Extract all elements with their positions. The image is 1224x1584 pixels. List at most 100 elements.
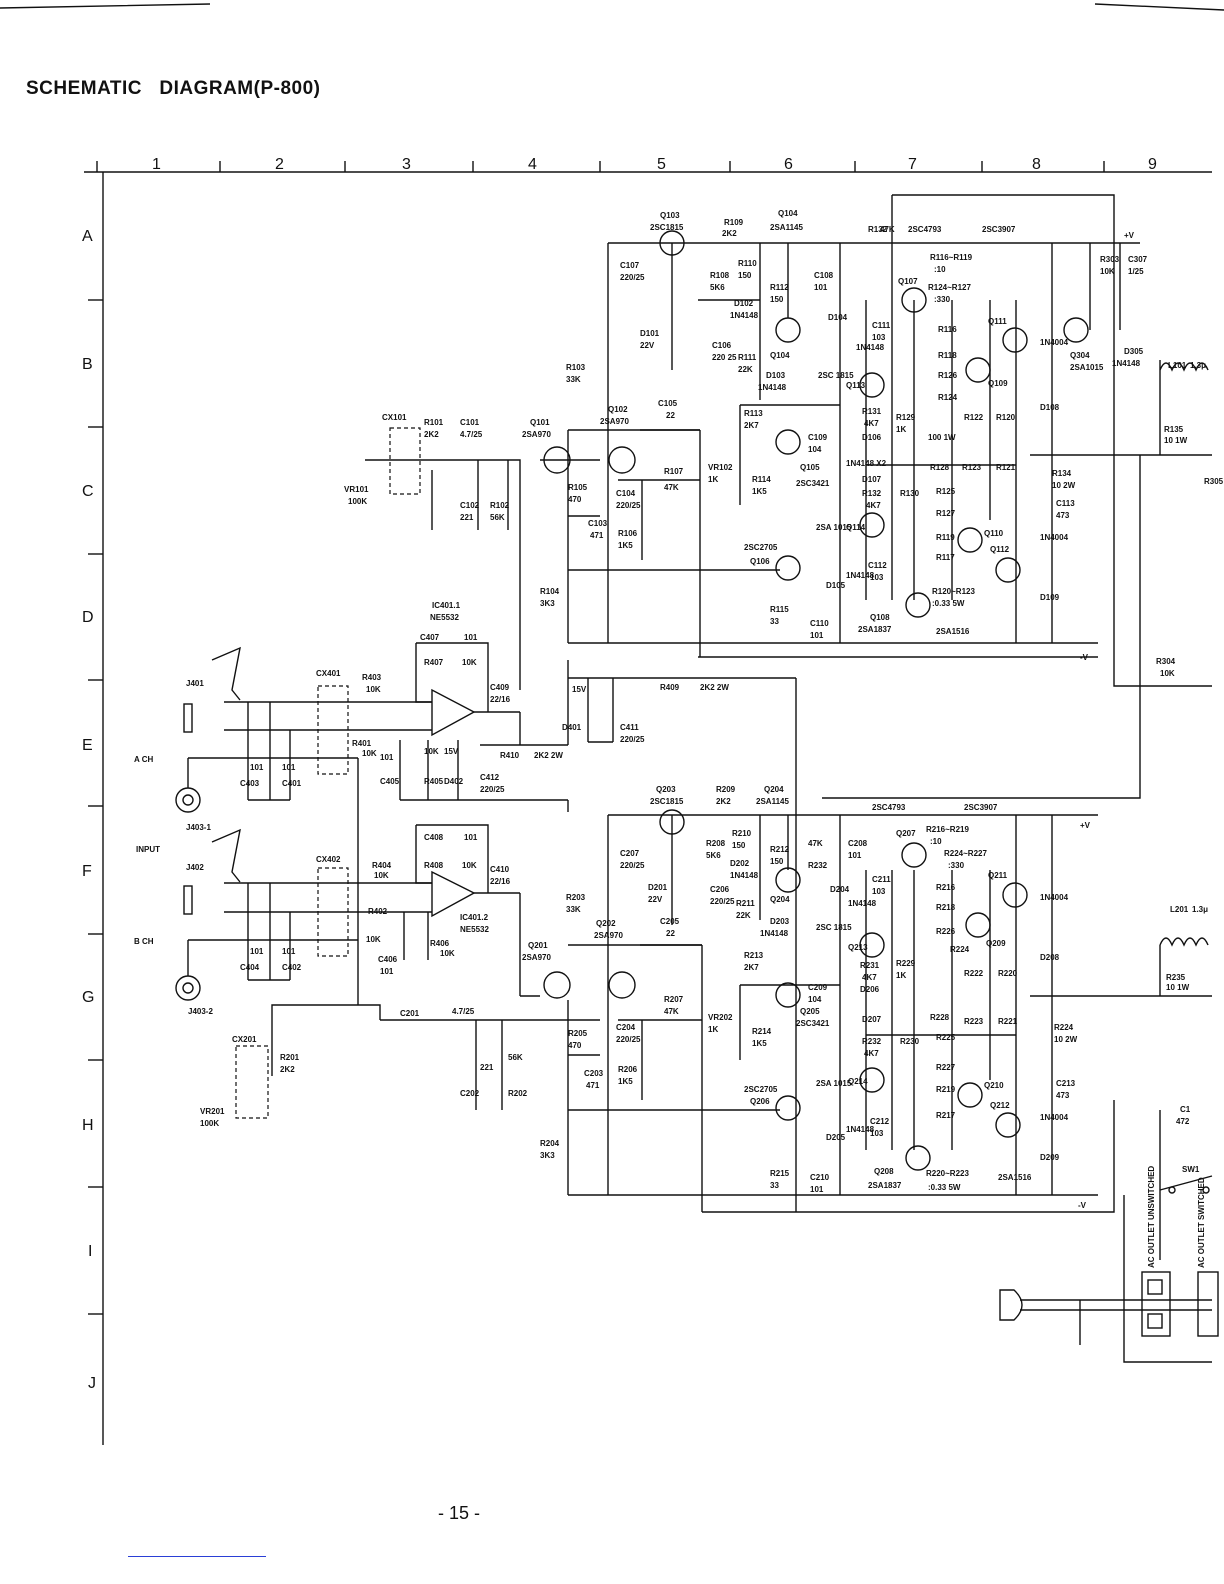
label: D209 xyxy=(1040,1153,1060,1162)
label: 2SA1145 xyxy=(770,223,803,232)
row-label: F xyxy=(82,863,92,880)
label: 2SA970 xyxy=(522,953,551,962)
label: C407 xyxy=(420,633,440,642)
label: C406 xyxy=(378,955,398,964)
label: Q101 xyxy=(530,418,550,427)
label: R131 xyxy=(862,407,882,416)
jack-j403-1 xyxy=(175,787,201,813)
label: 33K xyxy=(566,905,581,914)
opamp-ic401-2 xyxy=(431,870,476,918)
label: R304 xyxy=(1156,657,1176,666)
label: C107 xyxy=(620,261,640,270)
label: INPUT xyxy=(136,845,160,854)
label: C204 xyxy=(616,1023,636,1032)
ac-outlet-unswitched xyxy=(1141,1271,1171,1337)
label: Q202 xyxy=(596,919,616,928)
label: D204 xyxy=(830,885,850,894)
label: R220 xyxy=(998,969,1018,978)
label: R215 xyxy=(770,1169,790,1178)
grid-frame xyxy=(84,171,1212,1445)
label: 150 xyxy=(732,841,746,850)
label: 2SA1516 xyxy=(998,1173,1032,1182)
label: 104 xyxy=(808,995,822,1004)
label: R113 xyxy=(744,409,763,418)
transistor-q210 xyxy=(957,1082,983,1108)
label: 33K xyxy=(566,375,581,384)
label: C105 xyxy=(658,399,678,408)
label: C207 xyxy=(620,849,640,858)
label: R217 xyxy=(936,1111,956,1120)
label: 15V xyxy=(444,747,459,756)
label: R124~R127 xyxy=(928,283,971,292)
label: 47K xyxy=(808,839,823,848)
label: 101 xyxy=(464,633,478,642)
label: R210 xyxy=(732,829,752,838)
label: 101 xyxy=(250,763,264,772)
transistor-q304 xyxy=(1063,317,1089,343)
label: R229 xyxy=(896,959,916,968)
label: Q104 xyxy=(770,351,790,360)
label: 10K xyxy=(374,871,389,880)
label: R213 xyxy=(744,951,764,960)
label: NE5532 xyxy=(460,925,489,934)
label: VR202 xyxy=(708,1013,733,1022)
label: R211 xyxy=(736,899,755,908)
label: R124 xyxy=(938,393,958,402)
label: 150 xyxy=(770,857,784,866)
label: R132 xyxy=(868,225,888,234)
label: C409 xyxy=(490,683,510,692)
label: 221 xyxy=(460,513,474,522)
label: D107 xyxy=(862,475,882,484)
label: R104 xyxy=(540,587,560,596)
scan-edge-mark xyxy=(0,3,1224,11)
label: C205 xyxy=(660,917,680,926)
label: R125 xyxy=(936,487,956,496)
label: Q109 xyxy=(988,379,1008,388)
label: R216~R219 xyxy=(926,825,969,834)
label: D106 xyxy=(862,433,882,442)
transistor-q202 xyxy=(608,971,636,999)
label: R120~R123 xyxy=(932,587,975,596)
label: D101 xyxy=(640,329,660,338)
label: 1N4004 xyxy=(1040,338,1069,347)
label: R105 xyxy=(568,483,588,492)
label: R116~R119 xyxy=(930,253,973,262)
label: 2K2 xyxy=(716,797,731,806)
label: 33 xyxy=(770,617,779,626)
label: 101 xyxy=(810,631,824,640)
label: Q211 xyxy=(988,871,1008,880)
label: 1K xyxy=(708,475,718,484)
label: C403 xyxy=(240,779,260,788)
label: 1K xyxy=(896,971,906,980)
switch-sw1-contact xyxy=(1168,1186,1176,1194)
col-label: 8 xyxy=(1032,156,1041,173)
label: R103 xyxy=(566,363,586,372)
label: D401 xyxy=(562,723,582,732)
label: Q103 xyxy=(660,211,680,220)
label: 471 xyxy=(586,1081,600,1090)
label: 10 1W xyxy=(1164,436,1188,445)
label: 2SA970 xyxy=(522,430,551,439)
label: R201 xyxy=(280,1053,300,1062)
label: R232 xyxy=(808,861,828,870)
label: C103 xyxy=(588,519,608,528)
label: C106 xyxy=(712,341,732,350)
label: 10K xyxy=(362,749,377,758)
label: R110 xyxy=(738,259,757,268)
label: 1N4148 xyxy=(730,871,759,880)
label: 1N4148 xyxy=(848,899,877,908)
label: L201 xyxy=(1170,905,1189,914)
label: 22 xyxy=(666,411,675,420)
label: D207 xyxy=(862,1015,882,1024)
label: C108 xyxy=(814,271,834,280)
label: R224~R227 xyxy=(944,849,987,858)
label: Q304 xyxy=(1070,351,1090,360)
transistor-q211 xyxy=(1002,882,1028,908)
label: C112 xyxy=(868,561,887,570)
label: 101 xyxy=(464,833,478,842)
label: 1N4148 xyxy=(758,383,787,392)
label: 10K xyxy=(366,685,381,694)
label: C110 xyxy=(810,619,829,628)
label: R408 xyxy=(424,861,444,870)
transistor-q205 xyxy=(775,982,801,1008)
